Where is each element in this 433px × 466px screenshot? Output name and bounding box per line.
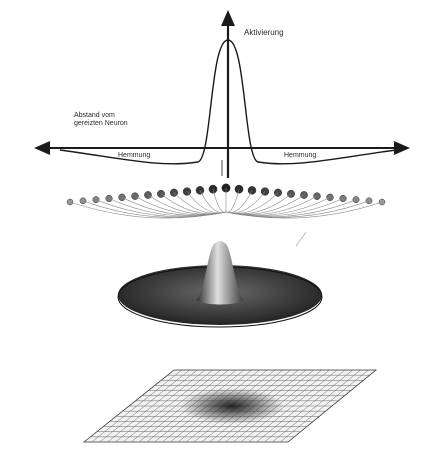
- connection-line: [226, 192, 265, 213]
- axis-arrow-up-icon: [221, 10, 235, 26]
- neuron: [235, 185, 243, 193]
- axis-arrow-right-icon: [394, 141, 410, 155]
- mesh-surface: [84, 370, 376, 442]
- connection-line: [174, 193, 226, 214]
- activation-surface: [118, 232, 322, 327]
- neuron: [366, 198, 372, 204]
- activation-graph: [34, 10, 410, 178]
- inhibition-label-right: Hemmung: [284, 152, 316, 159]
- mesh-depression: [180, 388, 284, 424]
- neuron: [209, 185, 217, 193]
- activation-label: Aktivierung: [244, 28, 284, 37]
- connection-line: [109, 199, 226, 217]
- neuron: [80, 198, 86, 204]
- distance-label: Abstand vom gereizten Neuron: [74, 112, 144, 128]
- connection-line: [226, 193, 278, 214]
- connection-line: [226, 190, 252, 212]
- connection-line: [187, 192, 226, 213]
- inhibition-label-left: Hemmung: [118, 152, 150, 159]
- connection-fan: [70, 188, 382, 218]
- connection-line: [200, 190, 226, 212]
- connection-line: [226, 199, 343, 217]
- faint-scratch: [296, 232, 306, 246]
- axis-arrow-left-icon: [34, 141, 50, 155]
